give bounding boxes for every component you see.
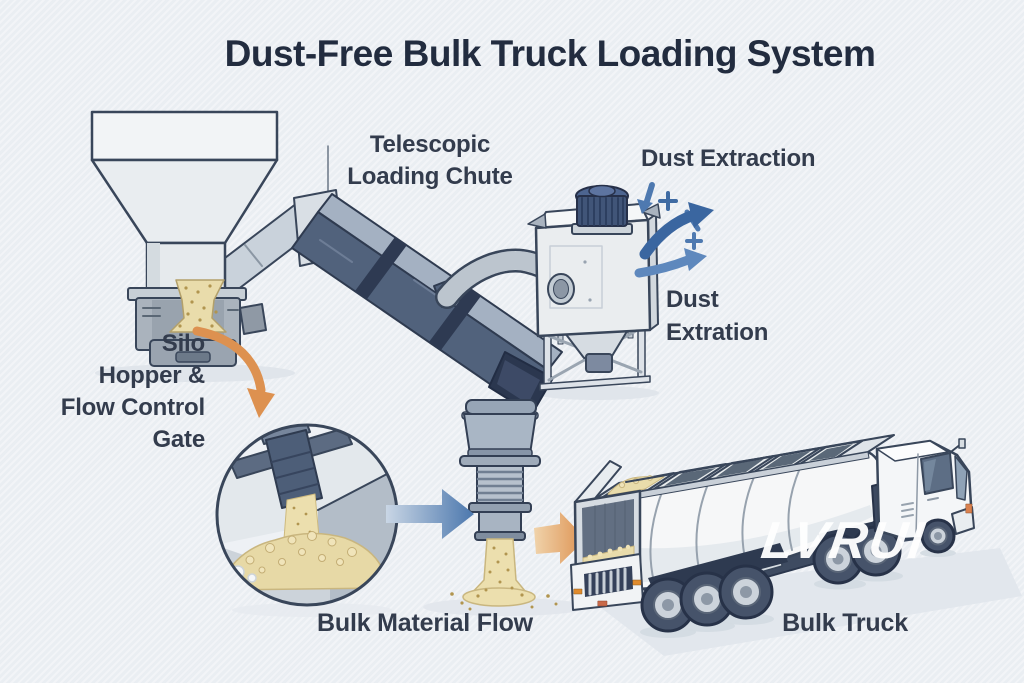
cab-vents (901, 502, 914, 518)
material-speckles (178, 284, 218, 328)
motor-ribs (581, 197, 624, 226)
top-hatches (599, 440, 863, 500)
material-flow-arrow-orange-icon (534, 512, 586, 564)
bulk-truck-illustration (570, 434, 975, 638)
telescopic-chute-illustration (291, 145, 563, 415)
dust-collector-illustration (527, 184, 661, 391)
grille-bars (588, 567, 627, 596)
dust-extraction-arrows-icon (634, 182, 714, 278)
tractor-cab (875, 438, 975, 541)
material-flow-arrow-blue-icon (386, 489, 474, 539)
material-speckles (450, 546, 558, 611)
bellows-ribs (476, 470, 524, 502)
silo-hopper-illustration (90, 110, 279, 367)
hopper-to-inset-arrow-icon (192, 326, 275, 418)
tractor-wheels (812, 525, 902, 585)
material-stream (450, 538, 558, 611)
loading-closeup-inset (215, 423, 399, 607)
trailer-wheels (640, 564, 774, 633)
rear-bumper (570, 553, 644, 611)
front-wheel (920, 518, 956, 554)
interior-ribs (594, 500, 626, 561)
loading-spout-illustration (459, 399, 541, 541)
